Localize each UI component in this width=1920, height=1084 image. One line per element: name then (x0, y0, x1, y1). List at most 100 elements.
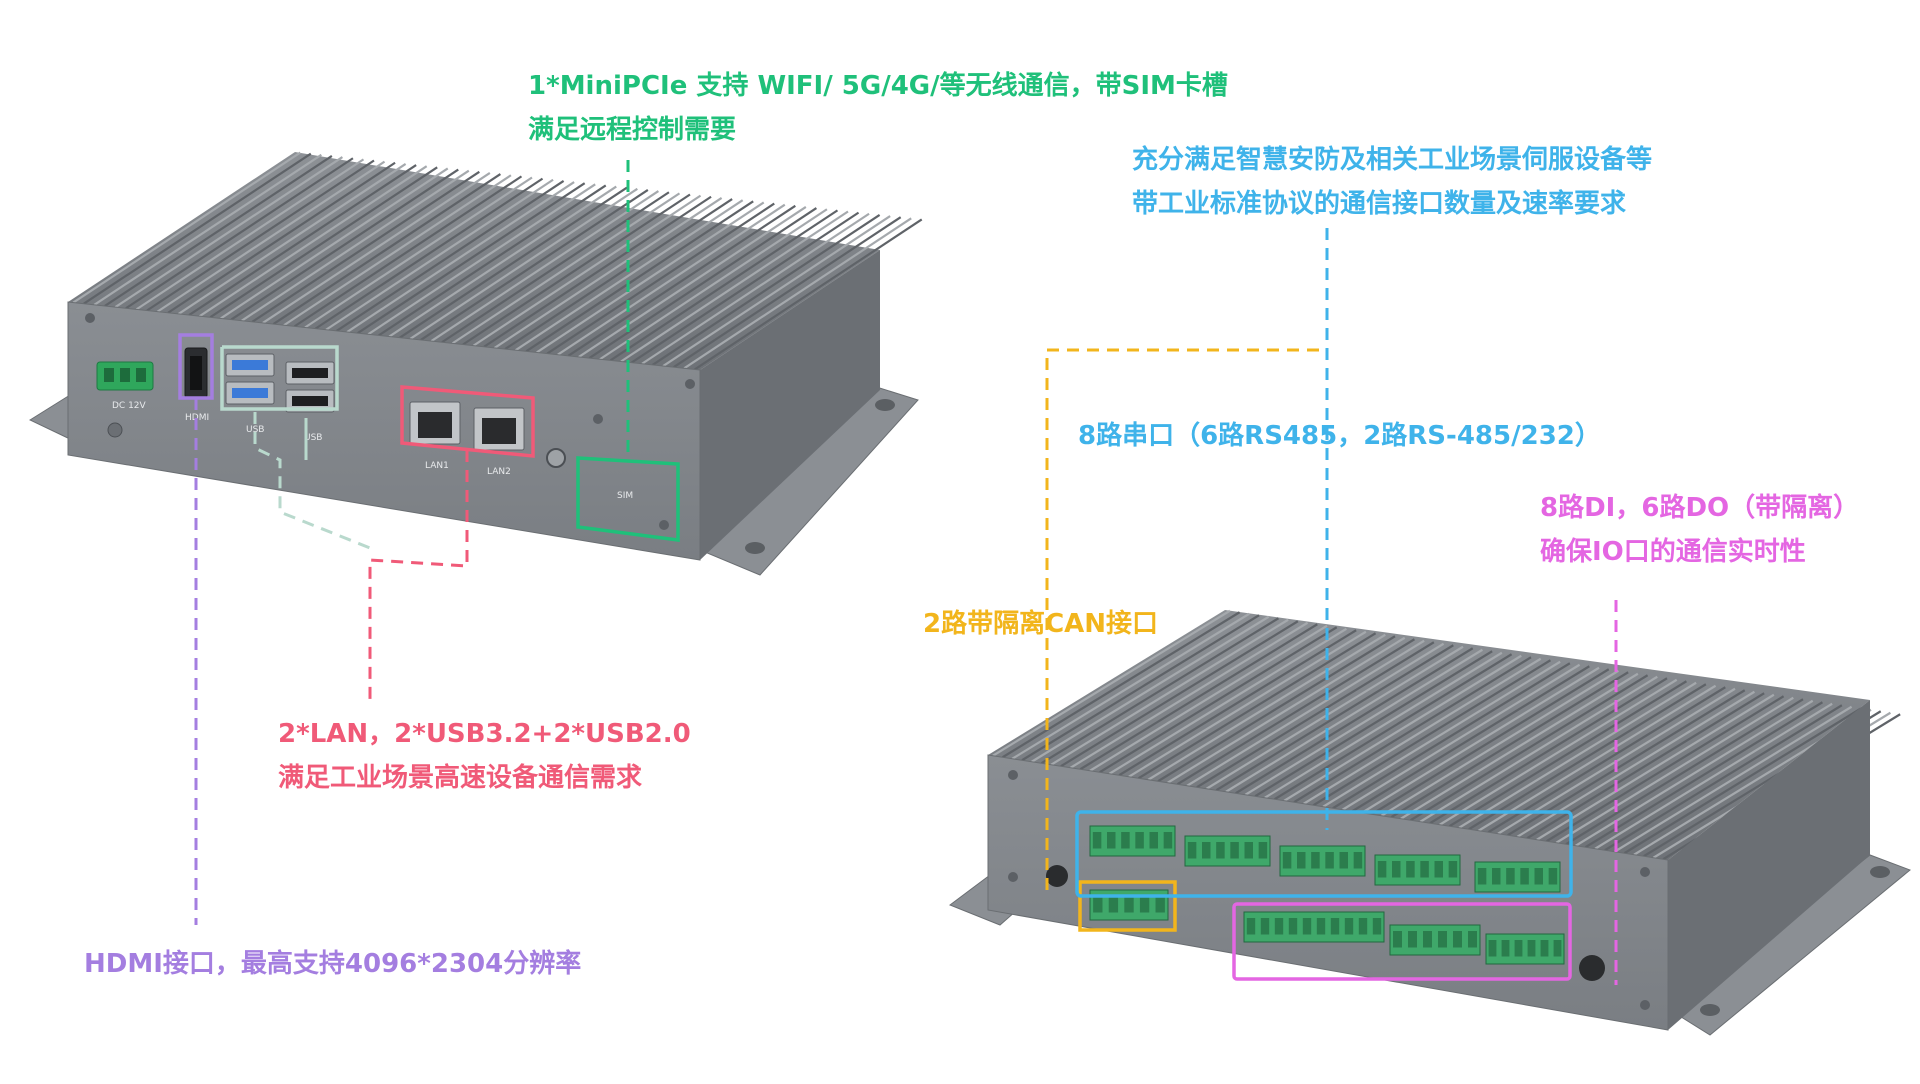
serial-terminal-block (1279, 845, 1366, 877)
heatsink-fin (441, 191, 670, 344)
terminal-pin (1302, 918, 1312, 935)
screw (85, 313, 95, 323)
lan-highlight-box (400, 385, 535, 458)
industrial-annotation: 充分满足智慧安防及相关工业场景伺服设备等 带工业标准协议的通信接口数量及速率要求 (1132, 138, 1652, 226)
heatsink-fin (283, 174, 512, 327)
usb-highlight-box (220, 345, 339, 411)
dio-highlight-box (1232, 902, 1572, 981)
heatsink-fin (1157, 635, 1396, 783)
lan-usb-annotation: 2*LAN，2*USB3.2+2*USB2.0 满足工业场景高速设备通信需求 (278, 712, 691, 800)
heatsink-fin (125, 157, 354, 310)
heatsink-fin (1089, 624, 1328, 772)
terminal-pin (1527, 940, 1536, 957)
heatsink-fin (378, 184, 607, 337)
dio-terminal-blocks (1243, 911, 1565, 965)
heatsink-fin (1487, 686, 1726, 834)
heatsink-fin (536, 201, 765, 354)
heatsink-fin (1108, 627, 1348, 775)
heatsink-fin (230, 168, 459, 321)
screw (1640, 1000, 1650, 1010)
terminal-pin (1330, 918, 1340, 935)
minipcie-annotation: 1*MiniPCIe 支持 WIFI/ 5G/4G/等无线通信，带SIM卡槽 满… (528, 64, 1228, 152)
terminal-pin (1202, 842, 1211, 859)
screw (659, 520, 669, 530)
terminal-pin (1434, 861, 1443, 878)
heatsink-fin (1069, 621, 1309, 769)
terminal-pin (1260, 918, 1270, 935)
terminal-pin (1155, 896, 1165, 913)
terminal-pin (1423, 931, 1432, 948)
heatsink-fin (93, 153, 322, 306)
dio-terminal-block (1485, 933, 1565, 965)
heatsink-fin (1448, 680, 1688, 828)
heatsink-fin (1380, 669, 1620, 817)
sim-highlight-box (576, 456, 680, 542)
heatsink-fin (420, 189, 649, 341)
heatsink-fin (1361, 666, 1600, 814)
status-led (1579, 955, 1605, 981)
ground-screw (107, 422, 123, 438)
serial-terminal-block (1474, 861, 1561, 893)
terminal-pin (1282, 852, 1292, 869)
terminal-pin (1344, 918, 1354, 935)
heatsink-fin (609, 209, 839, 362)
terminal-pin (1548, 868, 1558, 885)
screw (1008, 872, 1018, 882)
left-heatsink-fins (72, 151, 923, 371)
can-text-line1: 2路带隔离CAN接口 (923, 609, 1159, 639)
heatsink-fin (1244, 648, 1484, 796)
serial-terminal-block (1184, 835, 1271, 867)
heatsink-fin (1011, 612, 1250, 760)
heatsink-fin (620, 210, 849, 363)
industrial-text-line1: 充分满足智慧安防及相关工业场景伺服设备等 (1132, 145, 1653, 175)
heatsink-fin (525, 200, 754, 353)
heatsink-fin (1390, 671, 1629, 819)
heatsink-fin (251, 170, 480, 323)
serial-annotation: 8路串口（6路RS485，2路RS-485/232） (1078, 414, 1601, 458)
heatsink-fin (1167, 636, 1406, 784)
terminal-pin (1092, 832, 1102, 849)
flange-hole (1700, 1004, 1720, 1016)
terminal-pin (1408, 931, 1417, 948)
terminal-pin (1246, 918, 1256, 935)
terminal-pin (1311, 852, 1320, 869)
heatsink-fin (1021, 614, 1260, 762)
heatsink-fin (388, 185, 617, 338)
heatsink-fin (1079, 623, 1318, 771)
screw (593, 414, 603, 424)
heatsink-fin (1400, 672, 1639, 820)
screw (1640, 867, 1650, 877)
heatsink-fin (1118, 629, 1357, 777)
heatsink-fin (199, 165, 428, 318)
terminal-pin (1244, 842, 1253, 859)
heatsink-fin (683, 217, 912, 370)
heatsink-fin (1137, 632, 1377, 780)
serial-text-line1: 8路串口（6路RS485，2路RS-485/232） (1078, 421, 1601, 451)
can-highlight-box (1078, 880, 1177, 932)
heatsink-fin (515, 199, 744, 352)
terminal-pin (1149, 832, 1158, 849)
heatsink-fin (630, 211, 860, 364)
terminal-pin (1453, 931, 1462, 948)
left-device: DC 12V HDMI USB USB LAN1 LAN2 SIM (28, 151, 923, 576)
heatsink-fin (1604, 704, 1843, 852)
terminal-pin (1377, 861, 1387, 878)
heatsink-fin (1312, 659, 1552, 807)
heatsink-fin (578, 206, 807, 358)
terminal-pin (1406, 861, 1415, 878)
flange-hole (1870, 866, 1890, 878)
industrial-text-line2: 带工业标准协议的通信接口数量及速率要求 (1132, 189, 1627, 219)
terminal-pin (1353, 852, 1363, 869)
heatsink-fin (1613, 705, 1853, 853)
terminal-pin (1420, 861, 1429, 878)
terminal-pin (1316, 918, 1326, 935)
heatsink-fin (1147, 633, 1386, 781)
terminal-pin (1488, 940, 1497, 957)
heatsink-fin (1468, 683, 1707, 831)
heatsink-fin (1001, 611, 1241, 759)
heatsink-fin (1099, 626, 1338, 774)
lan-usb-text-line2: 满足工业场景高速设备通信需求 (278, 763, 643, 793)
heatsink-fin (1264, 651, 1503, 799)
right-device (948, 609, 1911, 1036)
